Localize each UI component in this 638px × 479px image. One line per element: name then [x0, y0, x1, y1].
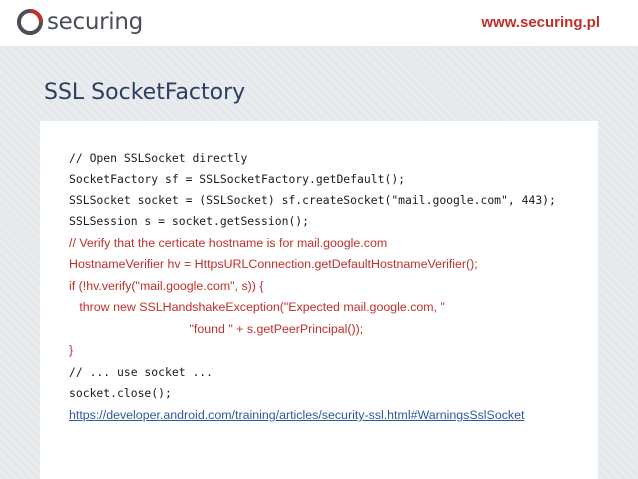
site-url[interactable]: www.securing.pl: [481, 14, 600, 31]
code-panel: // Open SSLSocket directly SocketFactory…: [40, 121, 598, 479]
code-line-highlight: HostnameVerifier hv = HttpsURLConnection…: [69, 257, 478, 271]
code-line: socket.close();: [69, 386, 172, 400]
code-line: SocketFactory sf = SSLSocketFactory.getD…: [69, 172, 406, 186]
code-line-highlight: throw new SSLHandshakeException("Expecte…: [69, 300, 445, 314]
code-line: // Open SSLSocket directly: [69, 151, 248, 165]
code-line-highlight: if (!hv.verify("mail.google.com", s)) {: [69, 279, 264, 293]
code-line: SSLSession s = socket.getSession();: [69, 214, 310, 228]
reference-link[interactable]: https://developer.android.com/training/a…: [69, 408, 525, 422]
securing-logo: securing: [16, 8, 143, 36]
code-line-highlight: // Verify that the certicate hostname is…: [69, 236, 388, 250]
code-line: // ... use socket ...: [69, 365, 214, 379]
slide-header: securing www.securing.pl: [0, 0, 638, 46]
code-line: SSLSocket socket = (SSLSocket) sf.create…: [69, 193, 556, 207]
slide-title: SSL SocketFactory: [44, 80, 246, 105]
securing-logo-icon: [17, 9, 43, 35]
code-line-highlight: "found " + s.getPeerPrincipal());: [69, 322, 364, 336]
logo-text: securing: [47, 9, 143, 35]
code-line-highlight: }: [69, 343, 74, 357]
